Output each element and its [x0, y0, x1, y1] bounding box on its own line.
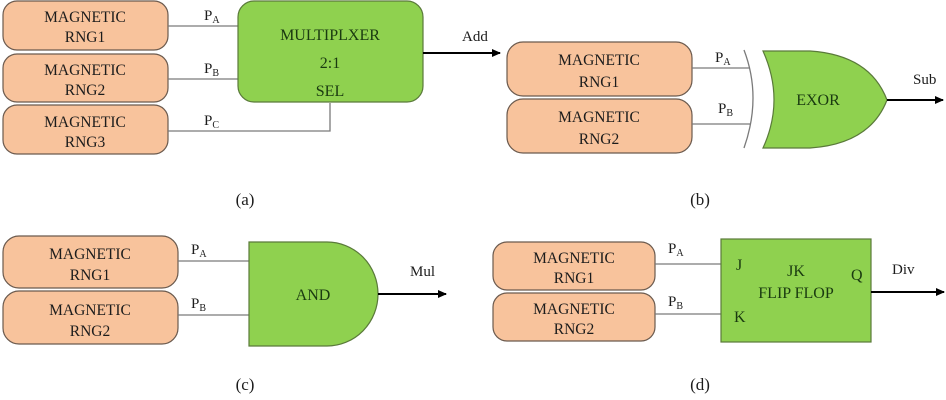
rng-label: MAGNETIC: [44, 9, 126, 26]
rng-label: MAGNETIC: [49, 246, 131, 263]
rng-label: RNG2: [579, 131, 619, 148]
signal-label-pb: PB: [204, 61, 219, 79]
rng-label: MAGNETIC: [49, 302, 131, 319]
rng-label: RNG1: [65, 29, 105, 46]
rng-block-1: [492, 241, 656, 291]
rng-block-2: [2, 53, 169, 103]
signal-label-pa: PA: [191, 242, 207, 260]
caption-d: (d): [690, 375, 710, 394]
pin-j-label: J: [736, 257, 742, 274]
output-label-sub: Sub: [913, 72, 936, 88]
rng-block-2: [492, 292, 656, 342]
rng-block-2: [506, 98, 693, 154]
rng-block-2: [2, 290, 179, 345]
jk-flip-flop-block: [720, 238, 872, 343]
pin-q-label: Q: [851, 267, 863, 284]
rng-label: RNG2: [70, 323, 110, 340]
multiplexer-ratio: 2:1: [320, 55, 340, 72]
signal-label-pb: PB: [668, 294, 683, 312]
signal-label-pa: PA: [204, 8, 220, 26]
rng-label: MAGNETIC: [558, 52, 640, 69]
panel-d: MAGNETIC RNG1 MAGNETIC RNG2 PA PB J K Q …: [492, 238, 945, 394]
and-label: AND: [296, 287, 331, 304]
rng-label: RNG3: [65, 134, 106, 151]
caption-a: (a): [236, 190, 255, 209]
output-label-add: Add: [462, 29, 488, 45]
rng-label: MAGNETIC: [44, 62, 126, 79]
panel-a: MAGNETIC RNG1 MAGNETIC RNG2 MAGNETIC RNG…: [2, 0, 501, 209]
output-label-mul: Mul: [410, 264, 435, 280]
rng-label: MAGNETIC: [44, 114, 126, 131]
multiplexer-block: [237, 0, 424, 103]
output-label-div: Div: [892, 262, 915, 278]
signal-label-pc: PC: [204, 113, 219, 131]
rng-label: MAGNETIC: [533, 250, 615, 267]
rng-label: MAGNETIC: [533, 301, 615, 318]
signal-label-pa: PA: [715, 50, 731, 68]
multiplexer-label: MULTIPLXER: [280, 27, 380, 44]
exor-label: EXOR: [796, 92, 840, 109]
rng-label: RNG1: [579, 74, 619, 91]
pin-k-label: K: [734, 309, 746, 326]
flip-flop-label: FLIP FLOP: [758, 285, 834, 302]
rng-label: MAGNETIC: [558, 109, 640, 126]
signal-label-pa: PA: [668, 241, 684, 259]
multiplexer-sel: SEL: [316, 83, 344, 100]
rng-block-1: [2, 235, 179, 289]
panel-b: MAGNETIC RNG1 MAGNETIC RNG2 PA PB EXOR S…: [506, 41, 944, 209]
rng-label: RNG1: [70, 267, 110, 284]
rng-block-3: [2, 104, 169, 155]
rng-label: RNG2: [65, 82, 105, 99]
caption-b: (b): [690, 190, 710, 209]
exor-input-curve: [743, 49, 754, 149]
and-gate: [248, 241, 379, 347]
wire-pc: [168, 103, 331, 132]
jk-label: JK: [787, 263, 805, 280]
caption-c: (c): [236, 375, 255, 394]
rng-label: RNG1: [554, 270, 594, 287]
rng-block-1: [506, 41, 693, 97]
panel-c: MAGNETIC RNG1 MAGNETIC RNG2 PA PB AND Mu…: [2, 235, 447, 394]
signal-label-pb: PB: [191, 296, 206, 314]
rng-label: RNG2: [554, 321, 594, 338]
exor-gate: [762, 50, 888, 149]
signal-label-pb: PB: [718, 101, 733, 119]
